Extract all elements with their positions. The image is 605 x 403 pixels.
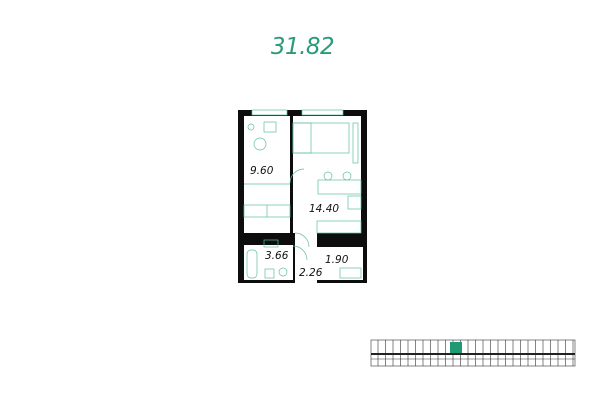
- building-minimap: [370, 339, 576, 367]
- window: [251, 109, 288, 116]
- room-area-label: 14.40: [309, 203, 339, 215]
- room-area-label: 2.26: [299, 267, 323, 279]
- room-area-label: 3.66: [265, 250, 289, 262]
- selected-apartment-marker: [450, 342, 462, 355]
- bathroom: [244, 245, 293, 280]
- kitchen-living: [293, 116, 361, 233]
- total-area: 31.82: [270, 34, 335, 60]
- furniture: [243, 121, 362, 279]
- room-area-label: 1.90: [325, 254, 349, 266]
- room-area-label: 9.60: [250, 165, 274, 177]
- window: [301, 109, 344, 116]
